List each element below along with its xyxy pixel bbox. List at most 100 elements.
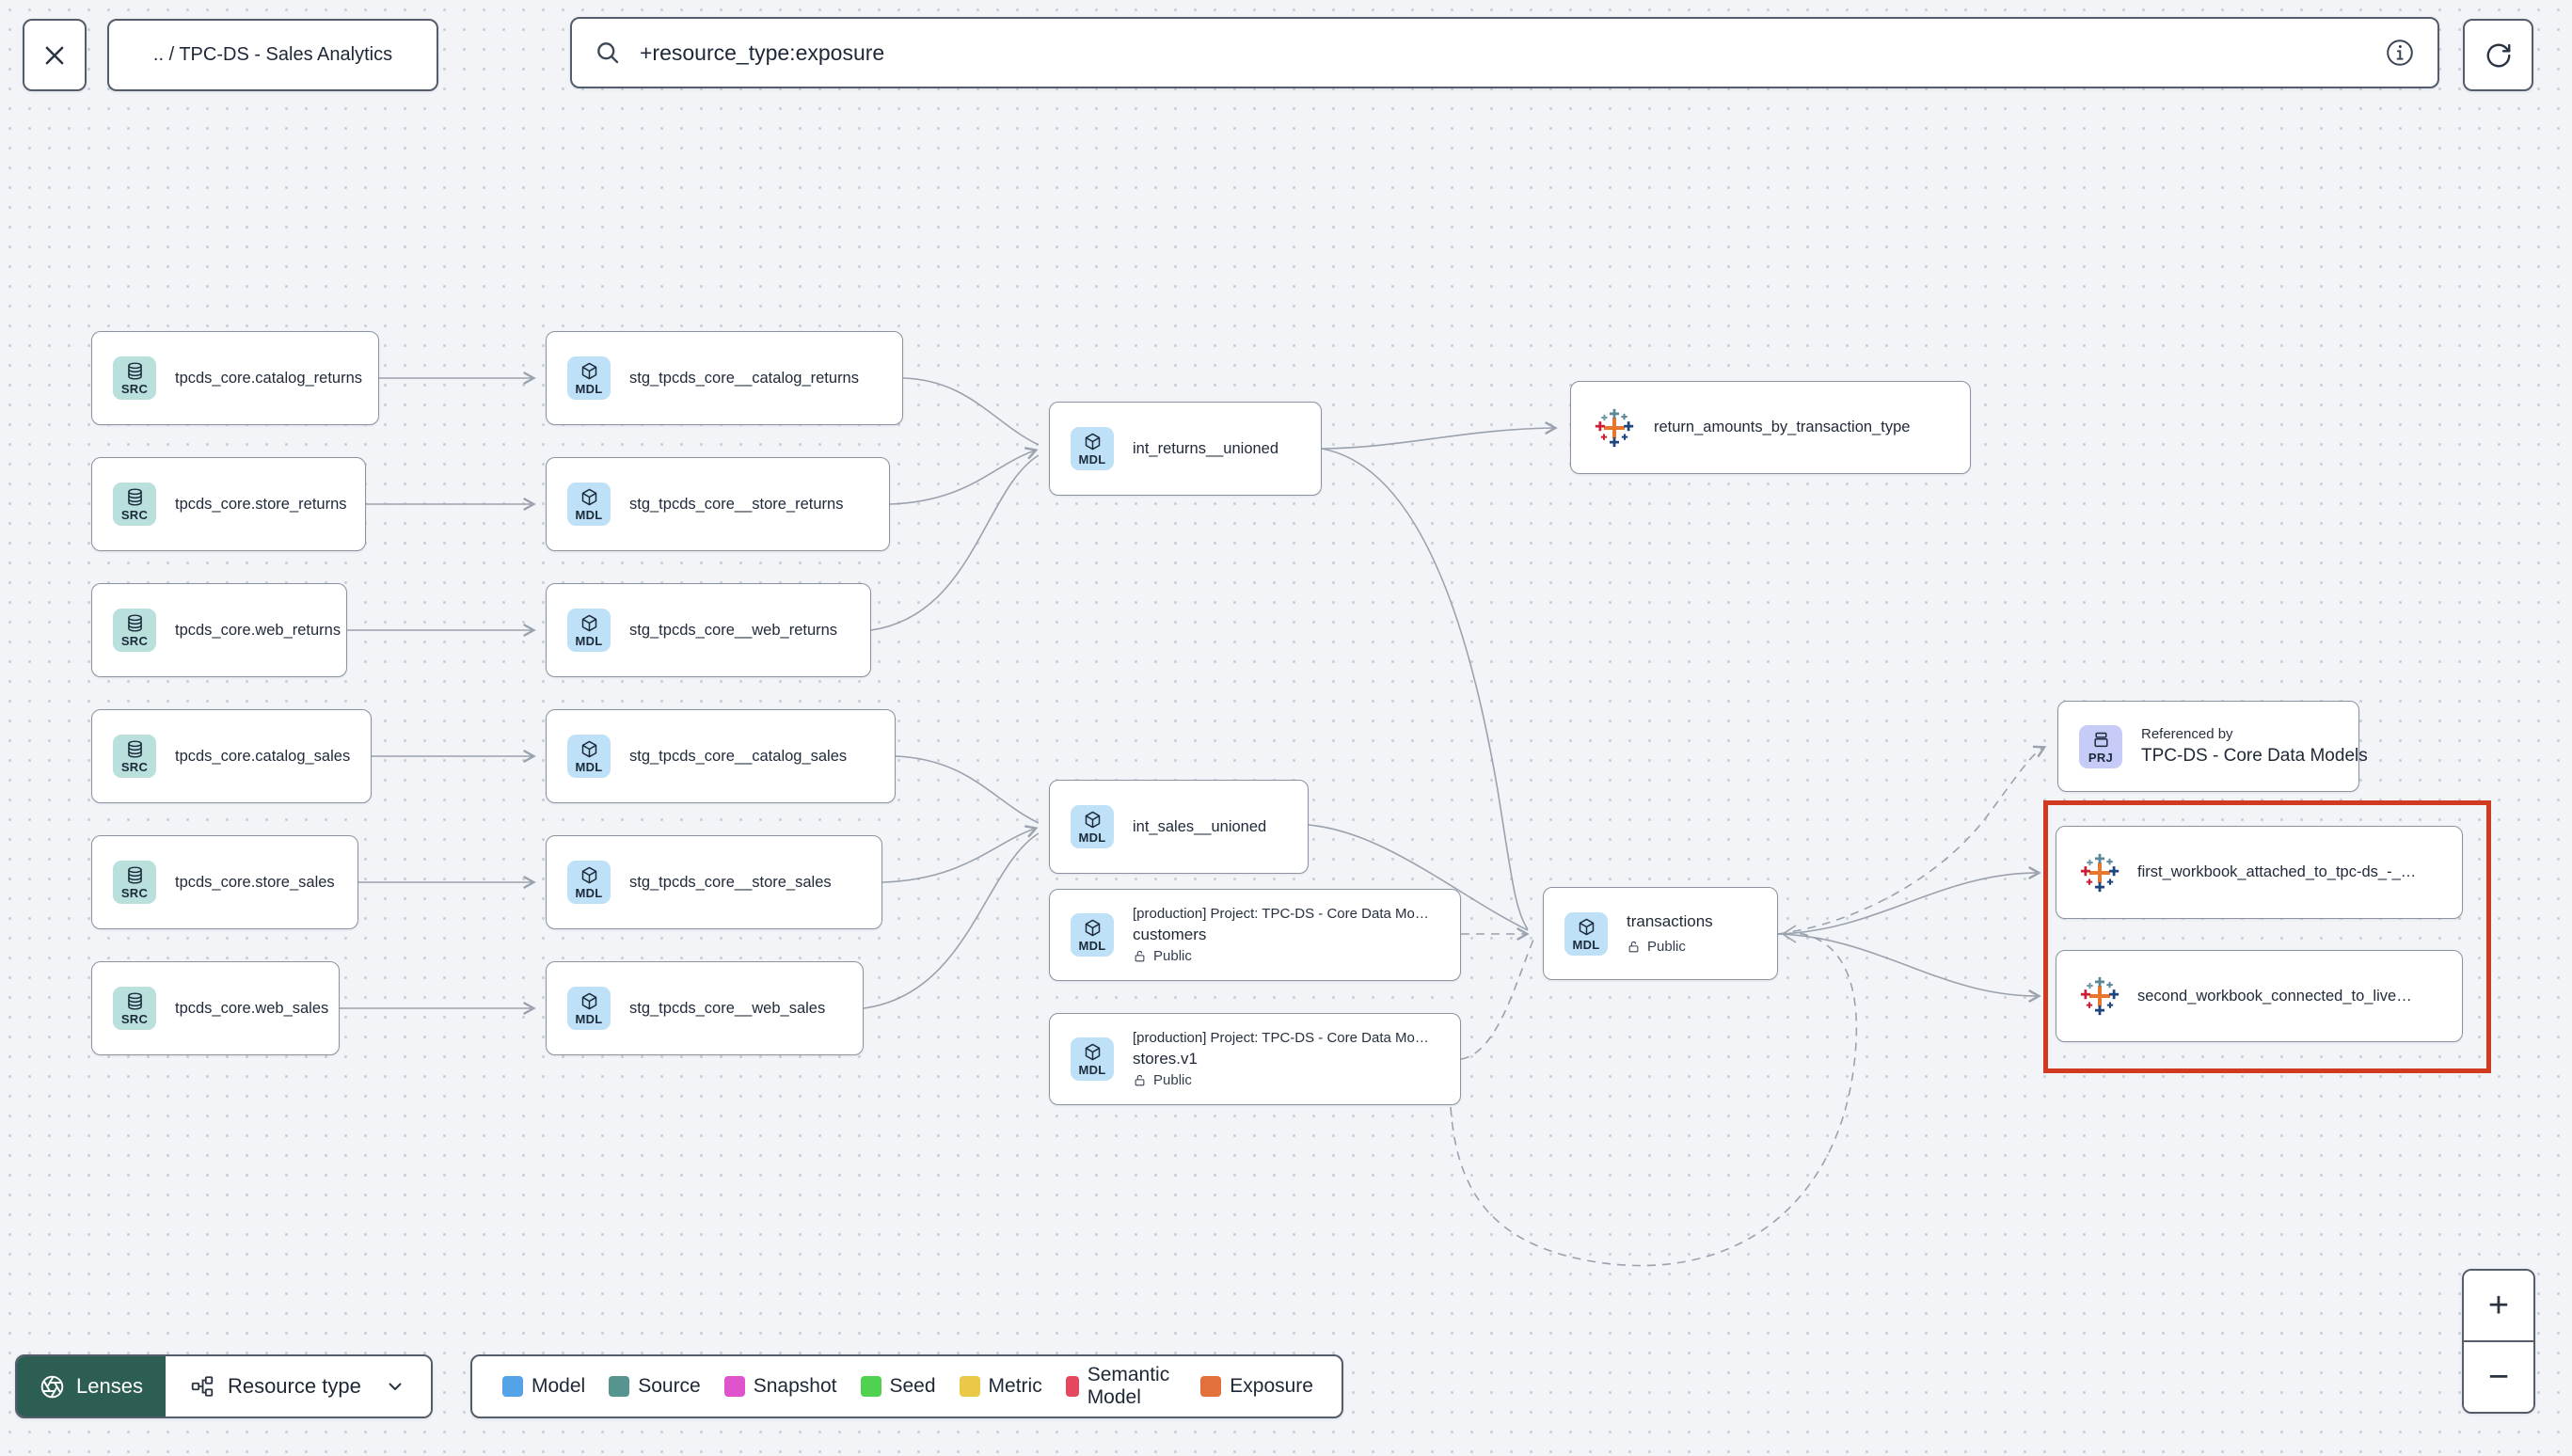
node-stg-web-returns[interactable]: MDL stg_tpcds_core__web_returns xyxy=(546,583,871,677)
legend-item-metric: Metric xyxy=(959,1375,1042,1398)
model-badge: MDL xyxy=(1071,427,1114,470)
node-source-catalog-returns[interactable]: SRC tpcds_core.catalog_returns xyxy=(91,331,379,425)
lenses-toolbar: Lenses Resource type xyxy=(15,1354,433,1418)
model-badge: MDL xyxy=(567,609,611,652)
database-icon xyxy=(127,740,142,758)
node-label: tpcds_core.catalog_returns xyxy=(175,369,363,387)
database-icon xyxy=(127,362,142,380)
node-source-web-returns[interactable]: SRC tpcds_core.web_returns xyxy=(91,583,347,677)
cube-icon xyxy=(581,362,596,380)
hierarchy-icon xyxy=(191,1376,214,1397)
model-badge: MDL xyxy=(1071,913,1114,957)
node-source-store-sales[interactable]: SRC tpcds_core.store_sales xyxy=(91,835,358,929)
search-input[interactable] xyxy=(640,19,2357,87)
node-stores-v1[interactable]: MDL [production] Project: TPC-DS - Core … xyxy=(1049,1013,1461,1105)
info-icon[interactable] xyxy=(2385,38,2415,68)
source-badge: SRC xyxy=(113,483,156,526)
chevron-down-icon xyxy=(389,1383,402,1390)
node-referenced-by-project[interactable]: PRJ Referenced by TPC-DS - Core Data Mod… xyxy=(2057,701,2368,792)
node-project-label: [production] Project: TPC-DS - Core Data… xyxy=(1133,906,1429,922)
node-stg-store-returns[interactable]: MDL stg_tpcds_core__store_returns xyxy=(546,457,890,551)
node-label: stg_tpcds_core__store_returns xyxy=(629,495,844,513)
source-badge: SRC xyxy=(113,609,156,652)
tableau-icon xyxy=(2080,853,2120,892)
legend-item-snapshot: Snapshot xyxy=(723,1375,837,1398)
node-transactions[interactable]: MDL transactions Public xyxy=(1543,887,1778,980)
node-project-label: [production] Project: TPC-DS - Core Data… xyxy=(1133,1030,1429,1046)
cube-icon xyxy=(581,992,596,1010)
node-label: tpcds_core.store_returns xyxy=(175,495,347,513)
node-stg-web-sales[interactable]: MDL stg_tpcds_core__web_sales xyxy=(546,961,864,1055)
zoom-in-button[interactable]: + xyxy=(2464,1271,2533,1340)
legend-swatch xyxy=(1065,1376,1079,1397)
legend-swatch xyxy=(723,1376,745,1397)
node-exposure-first-workbook[interactable]: first_workbook_attached_to_tpc-ds_-_… xyxy=(2056,826,2463,919)
legend-swatch xyxy=(1200,1376,1222,1397)
node-customers[interactable]: MDL [production] Project: TPC-DS - Core … xyxy=(1049,889,1461,981)
legend-item-model: Model xyxy=(502,1375,585,1398)
zoom-out-button[interactable]: − xyxy=(2464,1342,2533,1412)
legend-item-exposure: Exposure xyxy=(1200,1375,1313,1398)
node-label: customers xyxy=(1133,926,1207,943)
unlock-icon xyxy=(1135,1074,1145,1086)
cube-icon xyxy=(1085,433,1100,451)
model-badge: MDL xyxy=(567,735,611,778)
node-label: tpcds_core.web_sales xyxy=(175,999,329,1017)
node-label: first_workbook_attached_to_tpc-ds_-_… xyxy=(2137,863,2417,880)
cube-icon xyxy=(581,488,596,506)
search-bar[interactable] xyxy=(570,17,2439,88)
legend-swatch xyxy=(959,1376,980,1397)
resource-type-dropdown[interactable]: Resource type xyxy=(165,1356,431,1416)
node-int-returns-unioned[interactable]: MDL int_returns__unioned xyxy=(1049,402,1322,496)
node-label: second_workbook_connected_to_live… xyxy=(2137,987,2412,1005)
model-badge: MDL xyxy=(567,987,611,1030)
lenses-label: Lenses xyxy=(76,1374,143,1398)
breadcrumb-label: .. / TPC-DS - Sales Analytics xyxy=(152,44,393,65)
database-icon xyxy=(127,992,142,1010)
cube-icon xyxy=(581,740,596,758)
zoom-divider xyxy=(2464,1340,2533,1342)
node-access: Public xyxy=(1627,939,1713,955)
node-label: tpcds_core.web_returns xyxy=(175,621,341,639)
breadcrumb[interactable]: .. / TPC-DS - Sales Analytics xyxy=(107,19,438,91)
model-badge: MDL xyxy=(567,356,611,400)
cube-icon xyxy=(1085,811,1100,829)
legend: Model Source Snapshot Seed Metric Semant… xyxy=(470,1354,1343,1418)
tableau-icon xyxy=(1595,408,1634,447)
node-source-catalog-sales[interactable]: SRC tpcds_core.catalog_sales xyxy=(91,709,372,803)
refresh-icon xyxy=(2486,43,2510,67)
close-button[interactable] xyxy=(23,19,87,91)
cube-icon xyxy=(1085,1043,1100,1061)
node-label: stores.v1 xyxy=(1133,1050,1198,1068)
legend-item-seed: Seed xyxy=(860,1375,936,1398)
close-icon xyxy=(45,46,64,64)
node-label: int_sales__unioned xyxy=(1133,817,1267,835)
project-badge: PRJ xyxy=(2079,724,2122,768)
aperture-icon xyxy=(40,1375,64,1398)
node-label: stg_tpcds_core__store_sales xyxy=(629,873,832,891)
unlock-icon xyxy=(1135,950,1145,962)
node-stg-catalog-returns[interactable]: MDL stg_tpcds_core__catalog_returns xyxy=(546,331,903,425)
node-stg-store-sales[interactable]: MDL stg_tpcds_core__store_sales xyxy=(546,835,882,929)
node-label: stg_tpcds_core__web_returns xyxy=(629,621,838,639)
node-label: tpcds_core.catalog_sales xyxy=(175,747,351,765)
refresh-button[interactable] xyxy=(2463,19,2533,91)
node-source-web-sales[interactable]: SRC tpcds_core.web_sales xyxy=(91,961,340,1055)
node-exposure-second-workbook[interactable]: second_workbook_connected_to_live… xyxy=(2056,950,2463,1042)
node-source-store-returns[interactable]: SRC tpcds_core.store_returns xyxy=(91,457,366,551)
model-badge: MDL xyxy=(1564,911,1608,956)
legend-item-source: Source xyxy=(609,1375,701,1398)
legend-swatch xyxy=(609,1376,630,1397)
node-access: Public xyxy=(1133,1072,1429,1088)
cube-icon xyxy=(581,614,596,632)
legend-swatch xyxy=(860,1376,881,1397)
node-int-sales-unioned[interactable]: MDL int_sales__unioned xyxy=(1049,780,1309,874)
legend-item-semantic-model: Semantic Model xyxy=(1065,1364,1178,1409)
node-exposure-return-amounts[interactable]: return_amounts_by_transaction_type xyxy=(1570,381,1971,474)
node-stg-catalog-sales[interactable]: MDL stg_tpcds_core__catalog_sales xyxy=(546,709,896,803)
lenses-button[interactable]: Lenses xyxy=(17,1356,166,1416)
node-label: stg_tpcds_core__catalog_sales xyxy=(629,747,848,765)
cube-icon xyxy=(581,866,596,884)
model-badge: MDL xyxy=(1071,805,1114,848)
